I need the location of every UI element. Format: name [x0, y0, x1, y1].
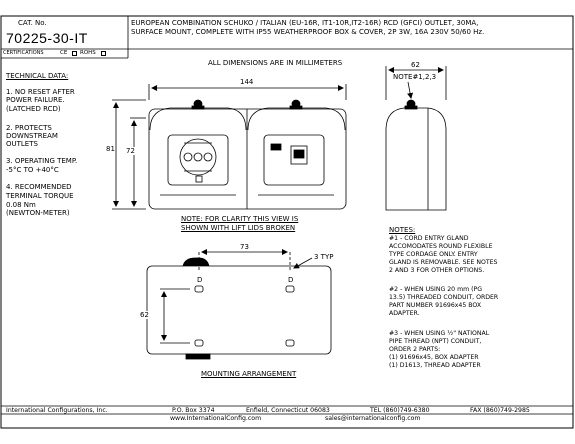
front-view-note-line-1: NOTE: FOR CLARITY THIS VIEW IS [181, 215, 299, 223]
cert-ce-checkbox [72, 51, 77, 56]
dim-spacing-73: 73 [239, 243, 250, 252]
footer-tel: TEL (860)749-6380 [370, 407, 430, 414]
note-3-line-3: ORDER 2 PARTS: [389, 346, 441, 353]
dim-height-81: 81 [106, 145, 115, 154]
note-1-line-3: TYPE CORDAGE ONLY. ENTRY [389, 251, 478, 258]
note-2-line-4: ADAPTER. [389, 310, 420, 317]
tech-item-1-line-3: (LATCHED RCD) [6, 105, 61, 113]
tech-item-1-line-1: 1. NO RESET AFTER [6, 88, 75, 96]
dim-3-typ: 3 TYP [314, 253, 334, 261]
footer-fax: FAX (860)749-2985 [470, 407, 530, 414]
dim-width-144: 144 [238, 78, 256, 87]
dim-height-72: 72 [126, 147, 135, 156]
dim-height-62: 62 [140, 311, 149, 320]
sheet-border [0, 15, 574, 429]
footer-pobox: P.O. Box 3374 [172, 407, 215, 414]
front-view-drawing [112, 84, 347, 210]
note-1-line-1: #1 - CORD ENTRY GLAND [389, 235, 469, 242]
catalog-label: CAT. No. [18, 19, 47, 27]
tech-item-4-line-4: (NEWTON-METER) [6, 209, 70, 217]
mounting-title: MOUNTING ARRANGEMENT [201, 370, 297, 378]
cert-rohs-checkbox [101, 51, 106, 56]
note-2-line-3: PART NUMBER 91696x45 BOX [389, 302, 482, 309]
tech-item-2-line-2: DOWNSTREAM [6, 132, 58, 140]
note-3-line-2: PIPE THREAD (NPT) CONDUIT, [389, 338, 482, 345]
technical-data-title: TECHNICAL DATA: [6, 72, 69, 80]
cert-ce: CE [60, 50, 68, 56]
note-3-line-5: (1) D1613, THREAD ADAPTER [389, 362, 481, 369]
tech-item-3-line-2: -5°C TO +40°C [6, 166, 59, 174]
side-view-drawing [385, 66, 447, 211]
notes-title: NOTES: [389, 226, 416, 234]
tech-item-2-line-3: OUTLETS [6, 140, 38, 148]
footer-website-link[interactable]: www.InternationalConfig.com [170, 415, 262, 422]
footer-company: International Configurations, Inc. [6, 407, 108, 414]
dimensions-note: ALL DIMENSIONS ARE IN MILLIMETERS [208, 59, 343, 67]
hole-label-left: D [197, 276, 203, 284]
certifications-label: CERTIFICATIONS [3, 50, 44, 56]
tech-item-4-line-3: 0.08 Nm [6, 201, 36, 209]
side-view-note-ref: NOTE#1,2,3 [393, 73, 437, 81]
hole-label-right: D [288, 276, 294, 284]
note-2-line-2: 13.5) THREADED CONDUIT, ORDER [389, 294, 499, 301]
tech-item-2-line-1: 2. PROTECTS [6, 124, 52, 132]
dim-depth-62: 62 [410, 61, 421, 70]
product-description-line-2: SURFACE MOUNT, COMPLETE WITH IP55 WEATHE… [131, 28, 485, 36]
mounting-drawing [146, 249, 332, 360]
note-3-line-4: (1) 91696x45, BOX ADAPTER [389, 354, 479, 361]
tech-item-4-line-1: 4. RECOMMENDED [6, 183, 72, 191]
footer-email-link[interactable]: sales@internationalconfig.com [325, 415, 421, 422]
tech-item-4-line-2: TERMINAL TORQUE [6, 192, 74, 200]
note-1-line-5: 2 AND 3 FOR OTHER OPTIONS. [389, 267, 485, 274]
front-view-note-line-2: SHOWN WITH LIFT LIDS BROKEN [181, 224, 296, 232]
product-description-line-1: EUROPEAN COMBINATION SCHUKO / ITALIAN (E… [131, 19, 479, 27]
footer-city: Enfield, Connecticut 06083 [246, 407, 330, 414]
note-2-line-1: #2 - WHEN USING 20 mm (PG [389, 286, 483, 293]
tech-item-1-line-2: POWER FAILURE. [6, 96, 65, 104]
catalog-number: 70225-30-IT [6, 30, 88, 46]
cert-rohs: ROHS [80, 50, 96, 56]
note-1-line-2: ACCOMODATES ROUND FLEXIBLE [389, 243, 493, 250]
tech-item-3-line-1: 3. OPERATING TEMP. [6, 157, 78, 165]
note-1-line-4: GLAND IS REMOVABLE. SEE NOTES [389, 259, 498, 266]
note-3-line-1: #3 - WHEN USING ½" NATIONAL [389, 330, 490, 337]
